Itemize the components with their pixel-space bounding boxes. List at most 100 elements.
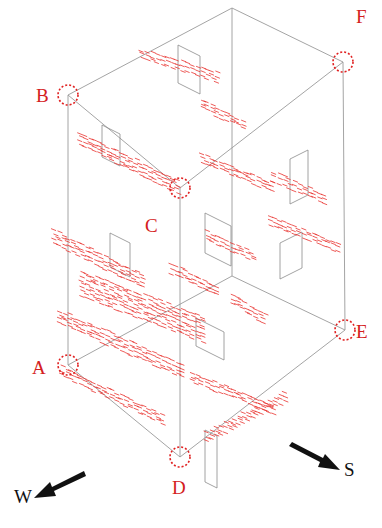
vector-tick xyxy=(100,295,105,297)
vector-tick xyxy=(190,326,195,328)
vector-tick xyxy=(241,177,246,179)
vector-tick xyxy=(196,277,201,279)
vector-tick xyxy=(165,56,170,58)
vector-tick xyxy=(209,284,214,286)
vector-tick xyxy=(246,412,251,414)
vector-tick xyxy=(200,335,205,337)
vector-tick xyxy=(230,242,235,244)
vector-tick xyxy=(160,413,165,415)
vector-tick xyxy=(283,180,288,182)
vector-tick xyxy=(205,382,210,384)
vector-tick xyxy=(109,155,114,157)
vector-tick xyxy=(82,146,87,148)
vector-tick xyxy=(88,144,93,146)
vector-tick xyxy=(261,183,266,185)
vector-tick xyxy=(73,324,78,326)
vector-tick xyxy=(313,191,318,193)
vector-tick xyxy=(150,57,155,59)
vector-tick xyxy=(175,312,180,314)
vector-tick xyxy=(135,276,140,278)
vector-tick xyxy=(206,238,211,240)
vector-tick xyxy=(139,274,144,276)
vector-tick xyxy=(187,278,192,280)
vector-tick xyxy=(108,303,113,305)
vector-tick xyxy=(211,104,216,106)
vector-tick xyxy=(106,330,111,332)
vector-tick xyxy=(220,110,225,112)
vector-tick xyxy=(224,393,229,395)
vector-tick xyxy=(107,151,112,153)
vector-tick xyxy=(231,299,236,301)
vector-tick xyxy=(225,244,230,246)
vector-tick xyxy=(156,54,161,56)
vector-tick xyxy=(142,359,147,361)
vector-tick xyxy=(132,295,137,297)
vector-tick xyxy=(125,266,130,268)
vector-tick xyxy=(326,246,331,248)
vector-tick xyxy=(128,160,133,162)
vector-tick xyxy=(137,299,142,301)
vector-tick xyxy=(325,241,330,243)
vector-tick xyxy=(115,156,120,158)
vector-tick xyxy=(171,316,176,318)
vector-tick xyxy=(90,325,95,327)
vector-tick xyxy=(117,289,122,291)
vector-tick xyxy=(195,318,200,320)
vector-tick xyxy=(191,315,196,317)
vector-tick xyxy=(218,433,223,435)
vector-tick xyxy=(132,166,137,168)
vector-tick xyxy=(171,330,176,332)
vector-tick xyxy=(128,406,133,408)
vector-tick xyxy=(51,238,56,240)
opening-outline xyxy=(290,150,308,204)
vector-tick xyxy=(146,352,151,354)
vector-tick xyxy=(94,264,99,266)
vector-tick xyxy=(112,303,117,305)
vector-tick xyxy=(144,51,149,53)
vector-tick xyxy=(292,225,297,227)
vector-tick xyxy=(224,385,229,387)
vector-tick xyxy=(176,185,181,187)
vector-tick xyxy=(180,267,185,269)
vector-tick xyxy=(194,383,199,385)
vector-tick xyxy=(84,273,89,275)
vector-tick xyxy=(269,185,274,187)
vector-tick xyxy=(128,355,133,357)
vector-tick xyxy=(215,76,220,78)
vector-tick xyxy=(201,71,206,73)
vector-tick xyxy=(71,318,76,320)
vector-tick xyxy=(196,66,201,68)
vector-tick xyxy=(61,365,66,367)
vector-tick xyxy=(97,141,102,143)
vector-tick xyxy=(253,313,258,315)
vector-tick xyxy=(166,315,171,317)
vector-tick xyxy=(201,106,206,108)
vector-tick xyxy=(76,326,81,328)
vector-tick xyxy=(79,383,84,385)
vector-tick xyxy=(62,235,67,237)
vector-tick xyxy=(232,396,237,398)
vector-tick xyxy=(247,313,252,315)
vector-tick xyxy=(210,385,215,387)
vector-tick xyxy=(245,419,250,421)
vector-tick xyxy=(161,307,166,309)
vector-tick xyxy=(152,351,157,353)
vector-tick xyxy=(120,161,125,163)
vector-tick xyxy=(231,294,236,296)
vector-tick xyxy=(307,240,312,242)
vector-tick xyxy=(228,391,233,393)
vector-tick xyxy=(213,167,218,169)
vector-tick xyxy=(57,322,62,324)
vector-tick xyxy=(68,370,73,372)
vector-tick xyxy=(250,397,255,399)
frame-edges xyxy=(68,8,345,457)
vector-tick xyxy=(229,428,234,430)
vector-tick xyxy=(165,369,170,371)
vector-tick xyxy=(72,381,77,383)
vector-tick xyxy=(151,409,156,411)
vector-tick xyxy=(109,282,114,284)
vector-tick xyxy=(219,386,224,388)
vector-tick xyxy=(59,315,64,317)
vector-tick xyxy=(135,158,140,160)
vector-tick xyxy=(200,157,205,159)
